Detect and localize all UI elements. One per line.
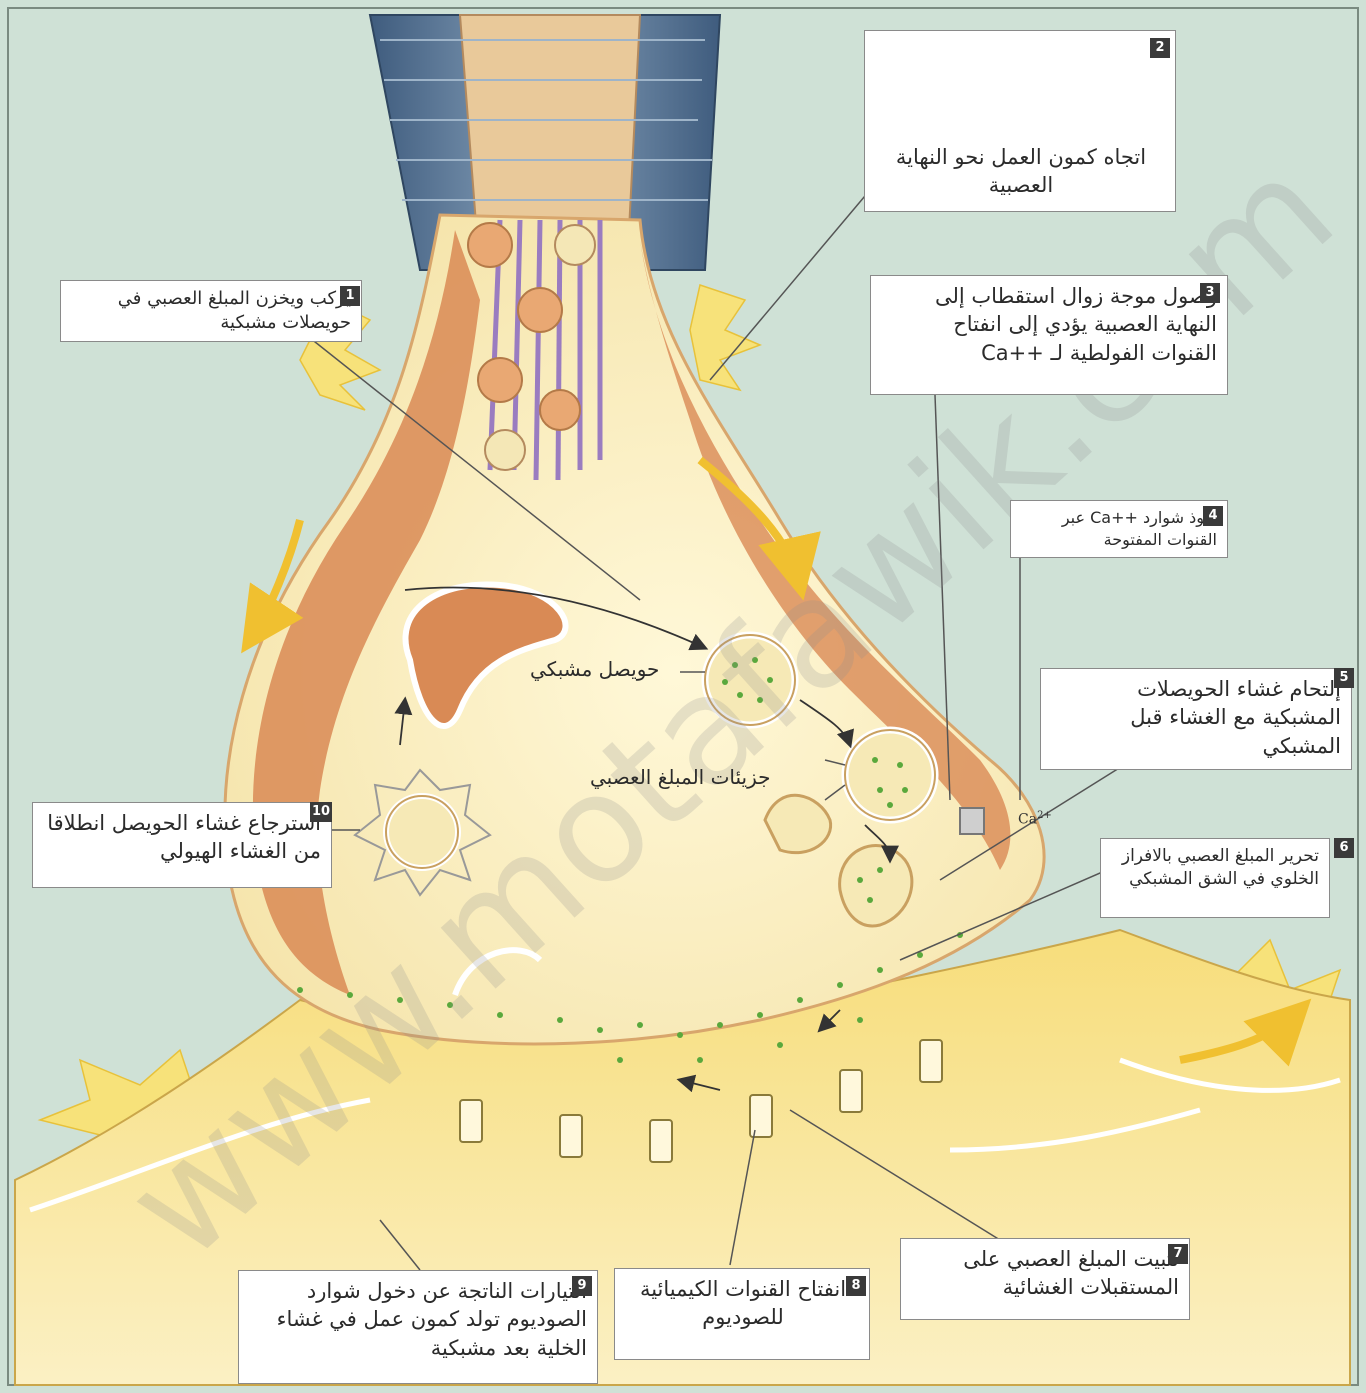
label-number-7: 7: [1168, 1244, 1188, 1264]
molecules-label: جزيئات المبلغ العصبي: [590, 765, 771, 789]
label-box-2: اتجاه كمون العمل نحو النهاية العصبية: [864, 30, 1176, 212]
calcium-charge: 2+: [1037, 810, 1052, 821]
label-number-9: 9: [572, 1276, 592, 1296]
label-box-5: إلتحام غشاء الحويصلات المشبكية مع الغشاء…: [1040, 668, 1352, 770]
label-text-10: استرجاع غشاء الحويصل انطلاقا من الغشاء ا…: [47, 811, 321, 863]
label-number-6: 6: [1334, 838, 1354, 858]
label-text-3: وصول موجة زوال استقطاب إلى النهاية العصب…: [935, 284, 1217, 365]
label-number-3: 3: [1200, 283, 1220, 303]
label-text-6: تحرير المبلغ العصبي بالافراز الخلوي في ا…: [1122, 846, 1319, 889]
label-text-4: نفوذ شوارد ++Ca عبر القنوات المفتوحة: [1062, 508, 1217, 549]
label-box-4: نفوذ شوارد ++Ca عبر القنوات المفتوحة: [1010, 500, 1228, 558]
label-number-1: 1: [340, 286, 360, 306]
label-text-8: انفتاح القنوات الكيميائية للصوديوم: [640, 1277, 846, 1329]
calcium-ion-label: Ca2+: [1018, 810, 1052, 828]
label-box-6: تحرير المبلغ العصبي بالافراز الخلوي في ا…: [1100, 838, 1330, 918]
label-box-10: استرجاع غشاء الحويصل انطلاقا من الغشاء ا…: [32, 802, 332, 888]
label-text-9: التيارات الناتجة عن دخول شوارد الصوديوم …: [277, 1279, 587, 1360]
label-text-5: إلتحام غشاء الحويصلات المشبكية مع الغشاء…: [1130, 677, 1341, 758]
vesicle-label: حويصل مشبكي: [530, 657, 659, 681]
label-number-2: 2: [1150, 38, 1170, 58]
label-box-1: يركب ويخزن المبلغ العصبي في حويصلات مشبك…: [60, 280, 362, 342]
label-number-4: 4: [1203, 506, 1223, 526]
label-box-7: تثبيت المبلغ العصبي على المستقبلات الغشا…: [900, 1238, 1190, 1320]
calcium-symbol: Ca: [1018, 812, 1037, 828]
label-number-8: 8: [846, 1276, 866, 1296]
label-box-3: وصول موجة زوال استقطاب إلى النهاية العصب…: [870, 275, 1228, 395]
label-text-2: اتجاه كمون العمل نحو النهاية العصبية: [896, 145, 1146, 197]
label-number-10: 10: [310, 802, 332, 822]
label-text-1: يركب ويخزن المبلغ العصبي في حويصلات مشبك…: [118, 288, 351, 333]
label-box-9: التيارات الناتجة عن دخول شوارد الصوديوم …: [238, 1270, 598, 1384]
label-box-8: انفتاح القنوات الكيميائية للصوديوم: [614, 1268, 870, 1360]
label-text-7: تثبيت المبلغ العصبي على المستقبلات الغشا…: [963, 1247, 1179, 1299]
calcium-channel: [960, 808, 984, 834]
label-number-5: 5: [1334, 668, 1354, 688]
